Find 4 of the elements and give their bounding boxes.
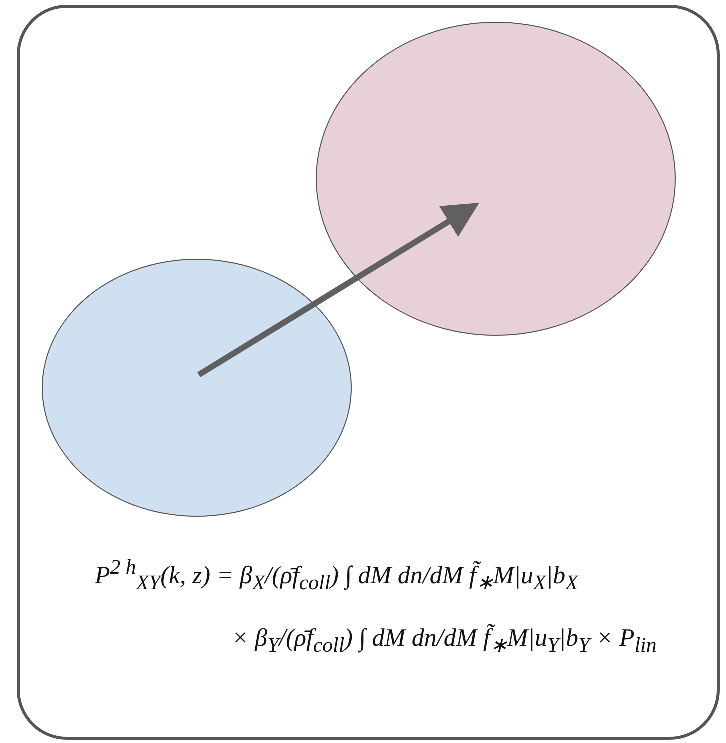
rounded-frame bbox=[17, 5, 720, 740]
formula-text: × β$_{Y}$/(ρ̄f$_{coll}$) ∫ dM dn/dM f̃$_{∗}$M|u$_{Y}$|b$_{Y}$ × P$_{lin}$ bbox=[232, 625, 657, 658]
arrow bbox=[197, 202, 480, 378]
formula-text: P$^{2 h}$$_{XY}$(k, z) = β$_{X}$/(ρ̄f$_{coll}$) ∫ dM dn/dM f̃$_{∗}$M|u$_{X}$|b$_{X}$ bbox=[95, 555, 578, 596]
